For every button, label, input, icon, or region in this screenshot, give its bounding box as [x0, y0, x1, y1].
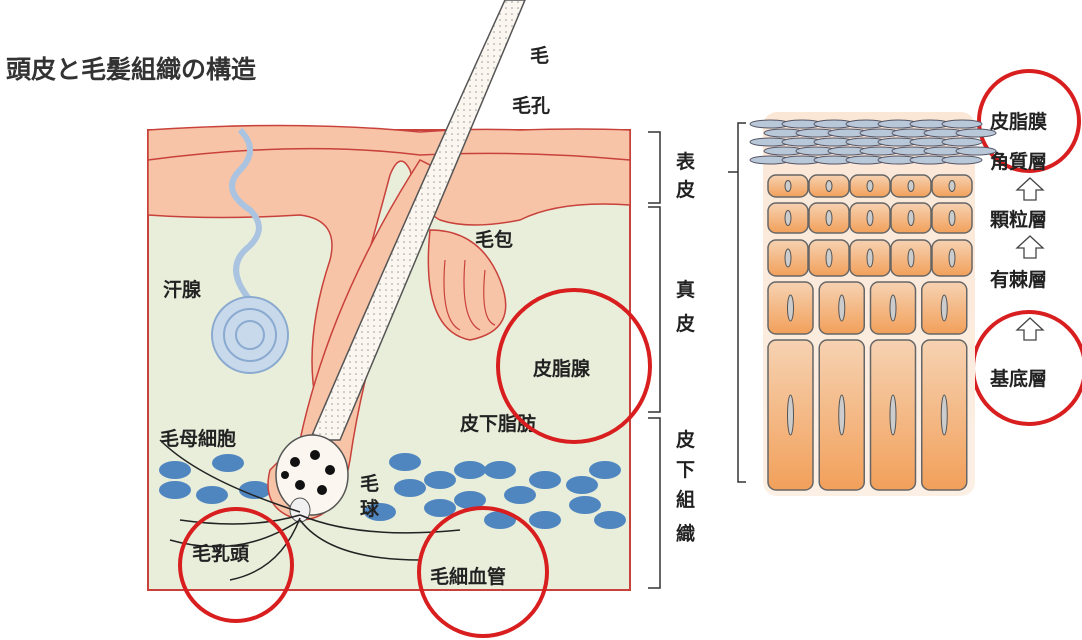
- fat-cell: [484, 461, 516, 479]
- corneum-cell: [955, 146, 997, 156]
- cell-nucleus: [948, 180, 956, 192]
- skin-cross-section: [147, 0, 631, 591]
- label-capillaries: 毛細血管: [430, 565, 506, 588]
- fat-cell: [394, 479, 426, 497]
- layer-brackets: [648, 131, 661, 589]
- cell-nucleus: [948, 248, 956, 268]
- label-stratum-corneum: 角質層: [990, 150, 1047, 173]
- capillary-lines: [159, 439, 461, 581]
- highlight-circles: [178, 69, 1082, 638]
- corneum-cell: [941, 119, 983, 129]
- label-sebaceous-gland: 皮脂腺: [533, 357, 591, 380]
- fat-cell: [529, 471, 561, 489]
- layer-subcutaneous-4: 織: [676, 522, 695, 545]
- label-stratum-basale: 基底層: [989, 367, 1047, 390]
- cell-nucleus: [838, 294, 846, 322]
- layer-subcutaneous-1: 皮: [676, 428, 695, 451]
- fat-cell: [594, 511, 626, 529]
- cell-nucleus: [948, 210, 956, 226]
- cell-nucleus: [940, 294, 948, 322]
- layer-epidermis-2: 皮: [676, 178, 695, 201]
- cell-nucleus: [825, 210, 833, 226]
- epidermis-cells: [749, 119, 997, 491]
- cell-nucleus: [787, 294, 794, 322]
- diagram-title: 頭皮と毛髪組織の構造: [6, 55, 256, 84]
- fat-cell: [529, 511, 561, 529]
- label-stratum-spinosum: 有棘層: [990, 268, 1047, 291]
- layer-epidermis-1: 表: [676, 150, 696, 173]
- fat-cell: [504, 486, 536, 504]
- up-arrow-icons: [1015, 177, 1045, 341]
- cell-nucleus: [784, 248, 792, 268]
- fat-cell: [424, 499, 456, 517]
- fat-cell: [484, 511, 516, 529]
- cell-nucleus: [825, 180, 833, 192]
- cell-nucleus: [784, 210, 792, 226]
- fat-cell: [454, 461, 486, 479]
- cell-nucleus: [825, 248, 833, 268]
- label-stratum-granulosum: 顆粒層: [990, 208, 1047, 231]
- fat-cell: [569, 496, 601, 514]
- fat-cell: [424, 471, 456, 489]
- fat-cell: [389, 453, 421, 471]
- hair-shaft: [308, 0, 526, 441]
- fat-cell: [239, 481, 271, 499]
- sweat-gland-duct: [229, 127, 262, 302]
- cell-nucleus: [866, 180, 874, 192]
- corneum-cell: [955, 128, 997, 138]
- cell-nucleus: [940, 394, 948, 436]
- layer-dermis-2: 皮: [676, 312, 695, 335]
- label-hair-matrix-cells: 毛母細胞: [160, 427, 236, 450]
- epidermis-detail-bracket: [728, 122, 746, 483]
- cell-nucleus: [889, 394, 897, 436]
- label-follicle: 毛包: [475, 228, 513, 251]
- cell-nucleus: [866, 210, 874, 226]
- label-sebum-film: 皮脂膜: [990, 110, 1047, 133]
- label-dermal-papilla: 毛乳頭: [192, 542, 250, 565]
- label-pore: 毛孔: [512, 95, 550, 117]
- cell-nucleus: [784, 180, 792, 192]
- label-hair-bulb-2: 球: [360, 497, 380, 520]
- subcutaneous-fat-cells: [159, 453, 626, 529]
- fat-cell: [159, 481, 191, 499]
- cell-nucleus: [889, 294, 897, 322]
- cell-nucleus: [907, 210, 915, 226]
- layer-subcutaneous-3: 組: [676, 488, 695, 511]
- fat-cell: [212, 454, 244, 472]
- cell-nucleus: [907, 248, 915, 268]
- hair-bulb: [275, 434, 349, 516]
- cell-nucleus: [866, 248, 874, 268]
- fat-cell: [159, 461, 191, 479]
- cell-nucleus: [838, 394, 846, 436]
- fat-cell: [566, 476, 598, 494]
- layer-dermis-1: 真: [676, 278, 695, 301]
- cell-nucleus: [907, 180, 915, 192]
- label-sweat-gland: 汗腺: [163, 278, 202, 301]
- corneum-cell: [941, 155, 983, 165]
- fat-cell: [364, 503, 396, 521]
- label-hair-bulb-1: 毛: [360, 473, 379, 495]
- cell-nucleus: [787, 394, 794, 436]
- fat-cell: [454, 491, 486, 509]
- label-hair: 毛: [530, 45, 549, 67]
- layer-subcutaneous-2: 下: [676, 459, 695, 481]
- fat-cell: [589, 461, 621, 479]
- fat-cell: [196, 486, 228, 504]
- corneum-cell: [941, 137, 983, 147]
